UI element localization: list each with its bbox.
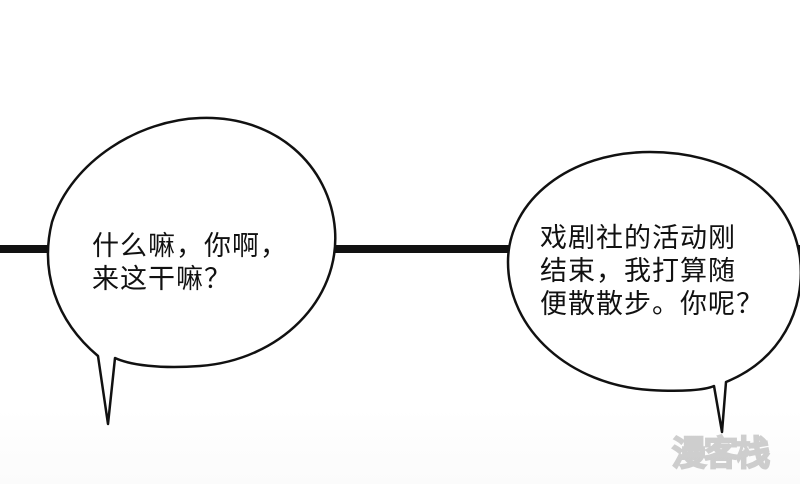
speech-line: 便散散步。你呢？	[540, 289, 764, 320]
speech-bubble-right	[506, 150, 800, 434]
bottom-fade	[0, 408, 800, 484]
watermark-logo: 漫客栈	[671, 433, 771, 475]
speech-bubble-left	[46, 116, 337, 426]
speech-line: 戏剧社的活动刚	[540, 223, 736, 254]
speech-line: 结束，我打算随	[540, 256, 736, 287]
speech-line: 来这干嘛？	[92, 264, 232, 295]
speech-line: 什么嘛，你啊，	[92, 231, 288, 262]
speech-text-left: 什么嘛，你啊，来这干嘛？	[92, 230, 288, 296]
panel-border-line	[0, 245, 800, 253]
speech-text-right: 戏剧社的活动刚结束，我打算随便散散步。你呢？	[540, 222, 764, 321]
